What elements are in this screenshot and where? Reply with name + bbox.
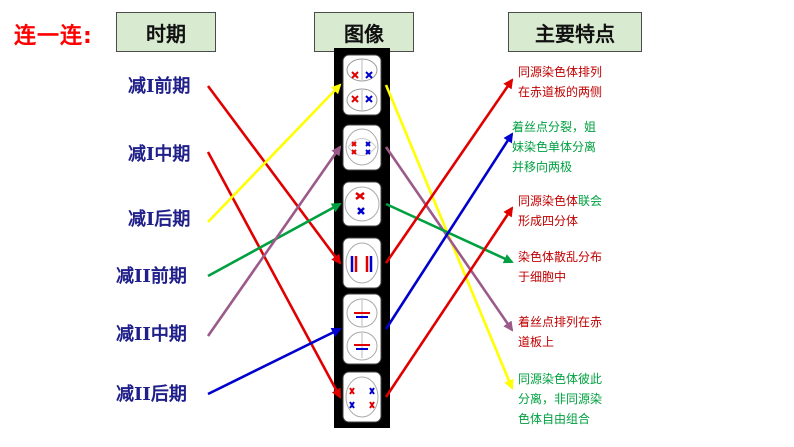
cell-image-5[interactable]	[342, 293, 382, 365]
arrow-p2-i6	[206, 151, 342, 399]
cell-image-4[interactable]	[342, 237, 382, 289]
arrow-p1-i4	[206, 85, 342, 265]
cell-image-2[interactable]	[342, 124, 382, 171]
arrow-p3-i1	[207, 83, 342, 223]
feature-2-line-2: 妹染色单体分离	[512, 140, 597, 154]
header-period: 时期	[116, 12, 216, 52]
exercise-title: 连一连:	[14, 24, 93, 49]
feature-3-highlight: 联会	[578, 194, 603, 208]
feature-5-line-1: 着丝点排列在赤	[518, 315, 603, 329]
feature-3-line-1: 同源染色体联会	[518, 191, 602, 211]
arrow-i5-f2	[384, 132, 514, 330]
phase-label-3[interactable]: 减Ⅰ后期	[128, 209, 191, 230]
feature-1-line-1: 同源染色体排列	[518, 65, 603, 79]
feature-6-line-2: 分离，非同源染	[518, 392, 603, 406]
feature-6-line-1: 同源染色体彼此	[518, 372, 603, 386]
header-image: 图像	[314, 12, 414, 52]
arrow-p6-i5	[207, 327, 342, 396]
feature-1[interactable]: 同源染色体排列 在赤道板的两侧	[518, 62, 602, 102]
cell-image-3[interactable]	[342, 181, 382, 227]
arrow-p5-i2	[206, 145, 342, 337]
feature-2-line-3: 并移向两极	[512, 160, 573, 174]
feature-3-line-1-text: 同源染色体联会	[518, 194, 603, 208]
phase-label-4[interactable]: 减II前期	[116, 266, 187, 287]
feature-5[interactable]: 着丝点排列在赤 道板上	[518, 312, 602, 352]
phase-label-6[interactable]: 减II后期	[116, 384, 187, 405]
feature-6[interactable]: 同源染色体彼此 分离，非同源染 色体自由组合	[518, 369, 602, 429]
feature-4-line-2: 于细胞中	[518, 270, 567, 284]
feature-3-line-2: 形成四分体	[518, 214, 579, 228]
header-feature: 主要特点	[508, 12, 642, 52]
phase-label-2[interactable]: 减Ⅰ中期	[128, 144, 191, 165]
arrow-i6-f3	[384, 206, 514, 398]
arrow-i2-f5	[384, 146, 514, 332]
feature-2[interactable]: 着丝点分裂，姐 妹染色单体分离 并移向两极	[512, 117, 596, 177]
feature-4[interactable]: 染色体散乱分布 于细胞中	[518, 247, 602, 287]
feature-4-line-1: 染色体散乱分布	[518, 250, 603, 264]
cell-image-6[interactable]	[342, 371, 382, 423]
feature-5-line-2: 道板上	[518, 335, 555, 349]
arrow-i4-f1	[384, 78, 514, 264]
phase-label-5[interactable]: 减II中期	[116, 324, 187, 345]
feature-6-line-3: 色体自由组合	[518, 412, 591, 426]
feature-3[interactable]: 同源染色体联会 形成四分体	[518, 191, 602, 231]
feature-2-line-1: 着丝点分裂，姐	[512, 120, 597, 134]
cell-image-1[interactable]	[342, 54, 382, 116]
phase-label-1[interactable]: 减Ⅰ前期	[128, 76, 191, 97]
feature-1-line-2: 在赤道板的两侧	[518, 85, 603, 99]
